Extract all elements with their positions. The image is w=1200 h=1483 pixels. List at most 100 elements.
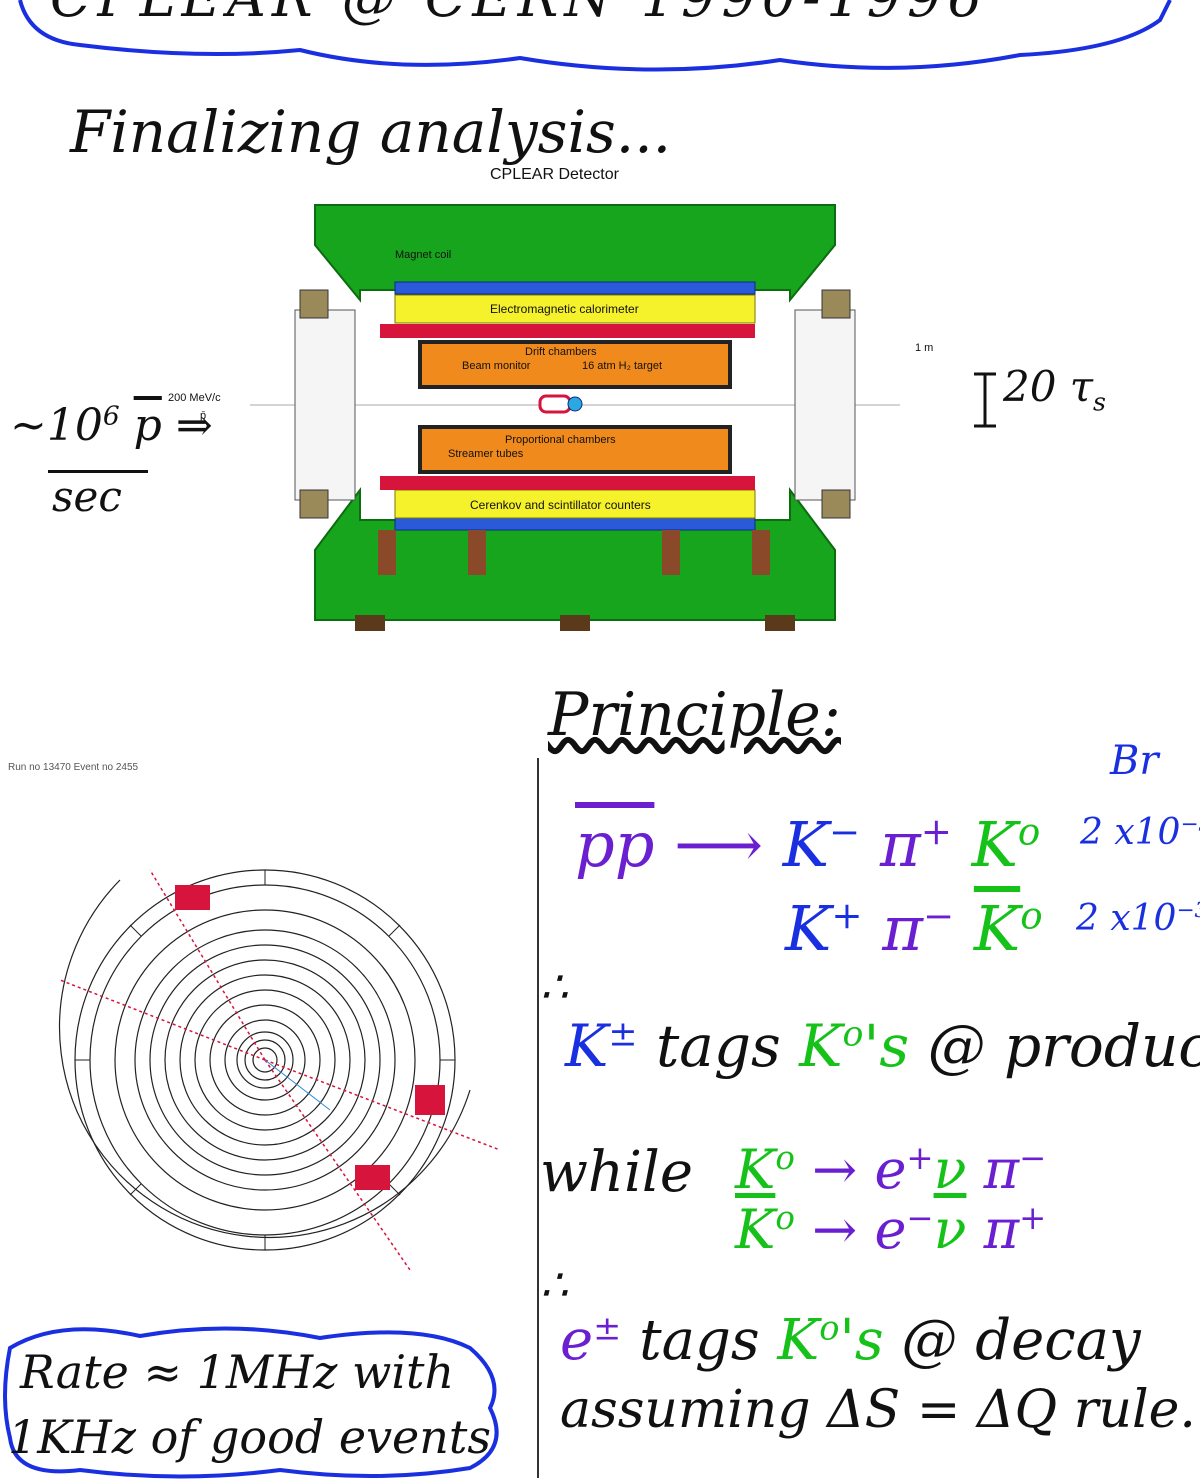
decay1-e: e	[874, 1138, 907, 1201]
tag2-e-sup: ±	[593, 1308, 622, 1348]
decay2-e-sup: −	[906, 1199, 934, 1237]
page-title: CPLEAR @ CERN 1990-1996	[50, 0, 988, 29]
red-bar-top	[380, 324, 755, 338]
decay2-nu: ν	[933, 1198, 967, 1261]
tag1-k0s-sup: o	[842, 1014, 864, 1055]
hit-block-2	[415, 1085, 445, 1115]
reaction1-br-exp: −3	[1180, 812, 1200, 837]
reaction1-pi: π	[879, 808, 921, 881]
red-bar-bottom	[380, 476, 755, 490]
tag2-k0s-s: 's	[839, 1308, 884, 1373]
label-beam-particle: p̄	[200, 410, 207, 422]
rate-exp: 6	[102, 400, 120, 432]
hit-block-1	[175, 885, 210, 910]
rate-line-2: 1KHz of good events	[8, 1410, 491, 1464]
label-beam-monitor: Beam monitor	[462, 360, 531, 372]
reaction-1: pp ⟶ K− π+ Ko	[575, 808, 1040, 881]
reaction-2: K+ π− Ko	[785, 892, 1043, 965]
reaction2-br-exp: −3	[1176, 898, 1200, 923]
reaction1-k: K	[782, 808, 830, 881]
reaction1-lhs: pp	[575, 808, 655, 881]
cplear-detector-diagram	[250, 204, 900, 631]
reaction1-k0: K	[971, 808, 1018, 881]
decay1-arrow: →	[812, 1138, 858, 1201]
decay1-e-sup: +	[906, 1139, 934, 1177]
scale-sub: s	[1093, 387, 1106, 417]
tag-line-2: e± tags Ko's @ decay	[560, 1308, 1141, 1373]
drift-chambers	[418, 340, 732, 389]
divider-line	[537, 758, 539, 1478]
cerenkov-bottom	[394, 489, 756, 519]
tag2-e: e	[560, 1308, 594, 1373]
rate-note: ~106 p ⇒	[10, 400, 213, 451]
tag1-k: K	[565, 1012, 609, 1080]
tag2-k0s-sup: o	[819, 1308, 840, 1348]
reaction1-k-sign: −	[829, 809, 861, 854]
tag1-tags: tags	[655, 1012, 781, 1080]
tag2-k0s: K	[777, 1308, 820, 1373]
label-scale: 1 m	[915, 342, 934, 354]
decay2-e: e	[874, 1198, 907, 1261]
reaction2-k0: K	[973, 892, 1021, 965]
therefore-2: ∴	[540, 1260, 568, 1311]
decay-2: Ko → e−ν π+	[735, 1198, 1046, 1261]
coil-top	[394, 281, 756, 295]
decay1-k0-sup: o	[775, 1139, 795, 1177]
br-header: Br	[1110, 738, 1159, 784]
reaction1-pi-sign: +	[920, 809, 952, 854]
rate-particle: p	[133, 400, 162, 451]
tag2-where: decay	[975, 1308, 1141, 1373]
proportional-chambers	[418, 425, 732, 474]
event-display	[59, 869, 501, 1271]
tag1-at: @	[927, 1012, 986, 1080]
rate-per: sec	[52, 472, 122, 521]
coil-bottom	[394, 517, 756, 531]
event-caption: Run no 13470 Event no 2455	[8, 762, 139, 773]
decay2-pi-sup: +	[1019, 1199, 1047, 1237]
label-em-calorimeter: Electromagnetic calorimeter	[490, 302, 639, 316]
hit-block-3	[355, 1165, 390, 1190]
target	[538, 394, 572, 414]
fraction-line	[48, 470, 148, 473]
beam-monitor	[567, 396, 583, 412]
title-cloud	[18, 0, 1172, 72]
decay2-k0: K	[735, 1198, 776, 1261]
label-proportional-chambers: Proportional chambers	[505, 434, 616, 446]
label-drift-chambers: Drift chambers	[525, 346, 597, 358]
scale-text: 20 τ	[1003, 362, 1094, 411]
assumption: assuming ΔS = ΔQ rule.	[560, 1380, 1196, 1440]
decay1-pi: π	[983, 1138, 1020, 1201]
reaction1-k0-sign: o	[1017, 809, 1041, 854]
tag1-k0s-s: 's	[863, 1012, 910, 1080]
label-magnet-coil: Magnet coil	[395, 249, 452, 261]
endcap-left	[294, 309, 356, 501]
while-label: while	[540, 1140, 693, 1205]
scale-note: 20 τs	[1003, 362, 1106, 416]
label-streamer-tubes: Streamer tubes	[448, 448, 524, 460]
tag2-at: @	[901, 1308, 958, 1373]
label-h2-target: 16 atm H₂ target	[582, 360, 663, 372]
label-beam-momentum: 200 MeV/c	[168, 392, 221, 404]
therefore-1: ∴	[540, 962, 568, 1013]
reaction2-k: K	[785, 892, 832, 965]
principle-title: Principle:	[548, 680, 841, 750]
reaction2-k-sign: +	[831, 893, 863, 938]
rate-cloud	[3, 1326, 499, 1479]
tag1-k0s: K	[799, 1012, 843, 1080]
tag1-where: production	[1004, 1012, 1200, 1080]
decay1-nu: ν	[933, 1138, 967, 1201]
rate-arrow: ⇒	[175, 400, 213, 451]
tag1-k-sign: ±	[608, 1014, 638, 1055]
scale-bracket	[974, 372, 996, 428]
decay-1: Ko → e+ν π−	[735, 1138, 1046, 1201]
decay1-k0: K	[735, 1138, 776, 1201]
endcap-right	[794, 309, 856, 501]
decay2-pi: π	[983, 1198, 1020, 1261]
reaction1-br-value: 2 x10	[1080, 812, 1181, 853]
tag-line-1: K± tags Ko's @ production	[565, 1012, 1200, 1080]
magnet-yoke-top	[314, 204, 836, 303]
reaction2-br: 2 x10−3	[1076, 898, 1200, 939]
rate-prefix: ~10	[10, 400, 103, 451]
reaction1-br: 2 x10−3	[1080, 812, 1200, 853]
